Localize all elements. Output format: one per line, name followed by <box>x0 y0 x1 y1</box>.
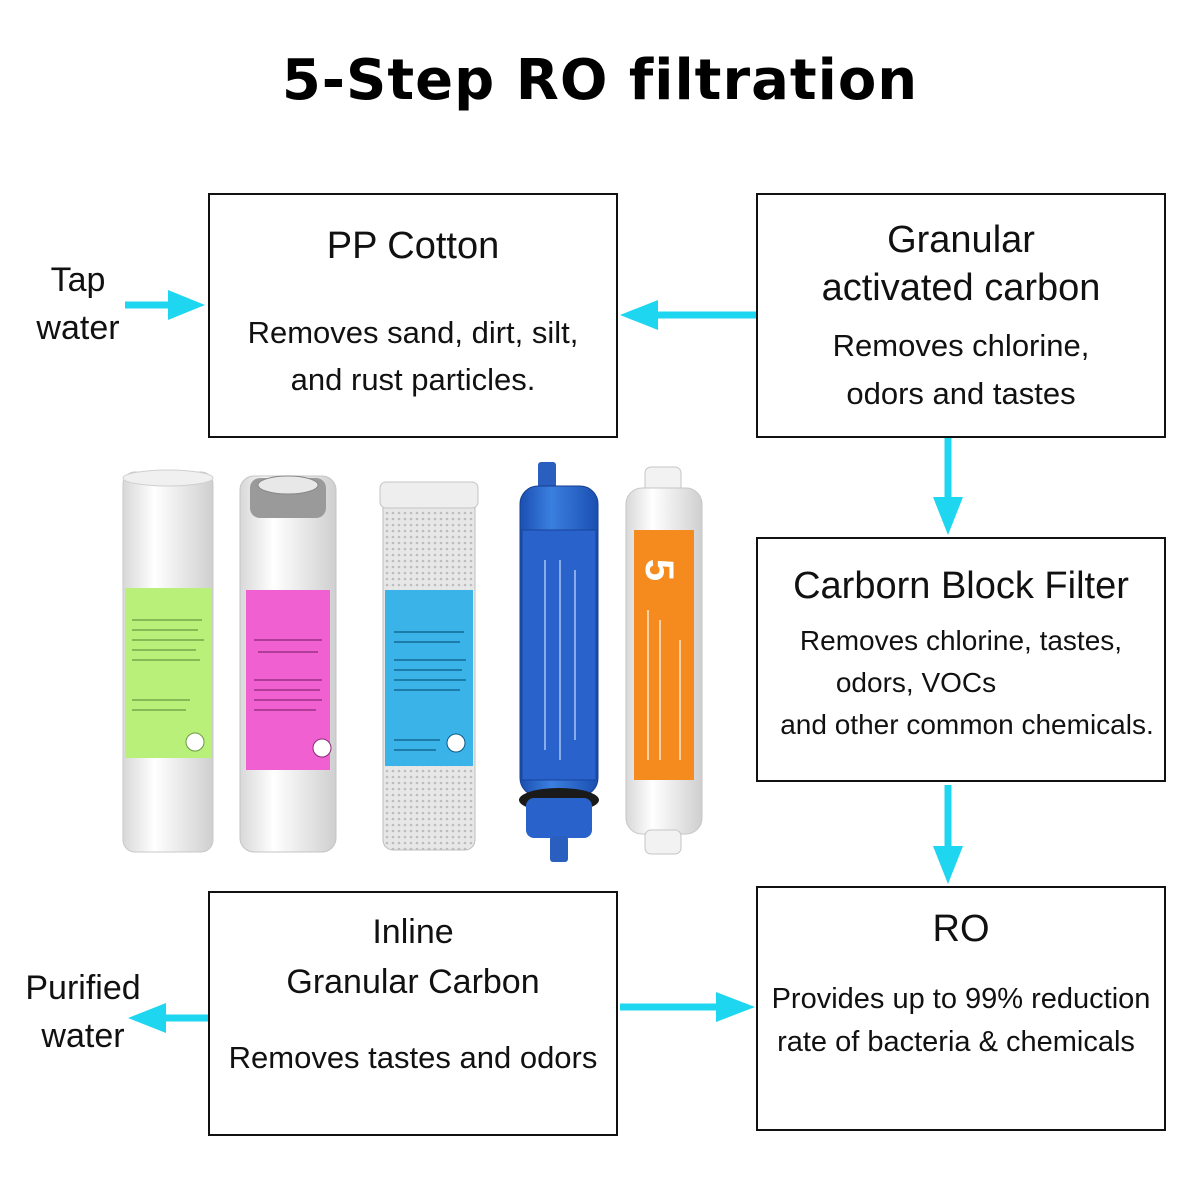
purified-water-line2: water <box>41 1017 125 1055</box>
arrow-cbf-to-ro <box>933 785 963 884</box>
carbon-block-desc-line3: and other common chemicals. <box>780 709 1154 740</box>
page-title: 5-Step RO filtration <box>281 48 919 113</box>
tap-water-line1: Tap <box>50 261 106 299</box>
pp-cotton-desc-line2: and rust particles. <box>290 362 536 397</box>
gac-title-line2: activated carbon <box>821 267 1101 309</box>
cartridge-number: 5 <box>637 559 681 581</box>
tap-water-line2: water <box>36 309 120 347</box>
carbon-block-cartridge-image <box>379 481 479 851</box>
inline-desc-line1: Removes tastes and odors <box>228 1040 598 1075</box>
carbon-block-desc-line2: odors, VOCs <box>835 667 997 698</box>
gac-box: Granular activated carbon Removes chlori… <box>756 193 1166 438</box>
arrow-inline-to-purified <box>128 1003 208 1033</box>
arrow-tap-to-pp <box>125 290 205 320</box>
ro-desc-line2: rate of bacteria & chemicals <box>777 1026 1135 1058</box>
inline-carbon-box: Inline Granular Carbon Removes tastes an… <box>208 891 618 1136</box>
sediment-cartridge-image <box>122 469 214 853</box>
gac-desc-line2: odors and tastes <box>846 376 1076 411</box>
arrow-gac-to-cbf <box>933 438 963 535</box>
pp-cotton-desc-line1: Removes sand, dirt, silt, <box>247 315 579 350</box>
ro-title: RO <box>932 908 990 950</box>
carbon-block-box: Carborn Block Filter Removes chlorine, t… <box>756 537 1166 782</box>
ro-box: RO Provides up to 99% reduction rate of … <box>756 886 1166 1131</box>
ro-desc-line1: Provides up to 99% reduction <box>771 983 1151 1015</box>
carbon-block-title: Carborn Block Filter <box>793 565 1129 607</box>
arrow-gac-to-pp <box>620 300 756 330</box>
purified-water-line1: Purified <box>25 969 141 1007</box>
granular-carbon-cartridge-image <box>239 475 337 853</box>
ro-membrane-image <box>519 462 599 862</box>
inline-title-line2: Granular Carbon <box>286 963 540 1001</box>
gac-desc-line1: Removes chlorine, <box>832 328 1090 363</box>
tap-water-label: Tap water <box>28 256 128 352</box>
arrow-inline-to-ro <box>620 992 755 1022</box>
pp-cotton-title: PP Cotton <box>326 225 500 267</box>
inline-title-line1: Inline <box>372 913 454 951</box>
inline-post-cartridge-image: 5 <box>625 466 703 855</box>
pp-cotton-box: PP Cotton Removes sand, dirt, silt, and … <box>208 193 618 438</box>
purified-water-label: Purified water <box>18 964 148 1060</box>
carbon-block-desc-line1: Removes chlorine, tastes, <box>799 625 1123 656</box>
gac-title-line1: Granular <box>887 219 1035 261</box>
